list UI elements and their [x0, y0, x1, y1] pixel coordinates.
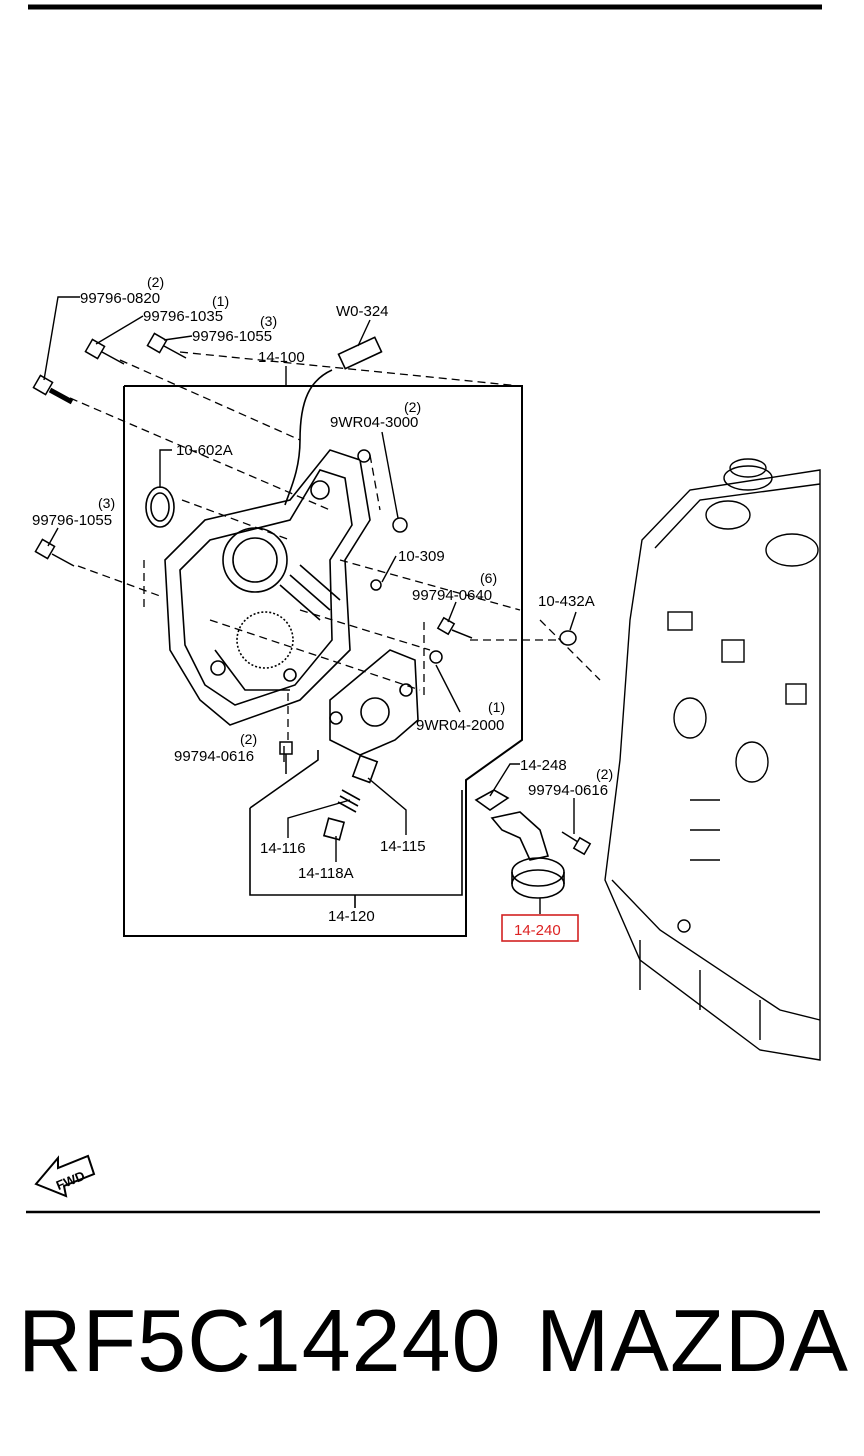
- label-99796-1035-qty: (1): [212, 293, 229, 309]
- solid-leaders: [43, 296, 577, 914]
- label-W0-324: W0-324: [336, 303, 389, 320]
- label-9WR04-2000: 9WR04-2000: [416, 717, 504, 734]
- label-10-432A: 10-432A: [538, 593, 595, 610]
- label-99796-1055-qty: (3): [260, 313, 277, 329]
- label-10-602A: 10-602A: [176, 442, 233, 459]
- strainer-14-240-drawing: [474, 789, 565, 899]
- o-ring-10-432A-drawing: [559, 630, 577, 646]
- label-99796-1055-b-qty: (3): [98, 495, 115, 511]
- brand-text: MAZDA: [536, 1291, 849, 1390]
- label-10-309: 10-309: [398, 548, 445, 565]
- label-99794-0640-qty: (6): [480, 570, 497, 586]
- engine-block-drawing: [604, 458, 821, 1061]
- label-14-118A: 14-118A: [298, 865, 354, 882]
- label-14-116: 14-116: [260, 840, 306, 857]
- label-99794-0616-a-qty: (2): [240, 731, 257, 747]
- label-14-115: 14-115: [380, 838, 426, 855]
- relief-valve-drawing: [322, 754, 379, 841]
- label-14-240[interactable]: 14-240: [514, 922, 561, 939]
- label-99794-0616-b-qty: (2): [596, 766, 613, 782]
- assembly-frame: [123, 385, 523, 937]
- label-9WR04-2000-qty: (1): [488, 699, 505, 715]
- label-14-120: 14-120: [328, 908, 375, 925]
- seal-10-602A-drawing: [145, 486, 175, 528]
- label-99794-0640: 99794-0640: [412, 587, 492, 604]
- label-99796-1055: 99796-1055: [192, 328, 272, 345]
- part-labels: (2) 99796-0820 (1) 99796-1035 (3) 99796-…: [32, 274, 613, 942]
- label-99796-1035: 99796-1035: [143, 308, 223, 325]
- label-99796-1055-b: 99796-1055: [32, 512, 112, 529]
- label-99796-0820-qty: (2): [147, 274, 164, 290]
- fwd-arrow-icon: FWD: [34, 1154, 96, 1198]
- label-99796-0820: 99796-0820: [80, 290, 160, 307]
- label-14-248: 14-248: [520, 757, 567, 774]
- part-number-text: RF5C14240: [18, 1291, 502, 1390]
- timing-cover-drawing: [164, 449, 371, 726]
- label-99794-0616-b: 99794-0616: [528, 782, 608, 799]
- highlight-box-14-240: [501, 914, 579, 942]
- label-99794-0616-a: 99794-0616: [174, 748, 254, 765]
- oil-pump-drawing: [329, 649, 419, 756]
- sensor-W0-324-drawing: [284, 336, 383, 506]
- dashed-leaders: [69, 351, 601, 740]
- label-9WR04-3000: 9WR04-3000: [330, 414, 418, 431]
- label-9WR04-3000-qty: (2): [404, 399, 421, 415]
- label-14-100: 14-100: [258, 349, 305, 366]
